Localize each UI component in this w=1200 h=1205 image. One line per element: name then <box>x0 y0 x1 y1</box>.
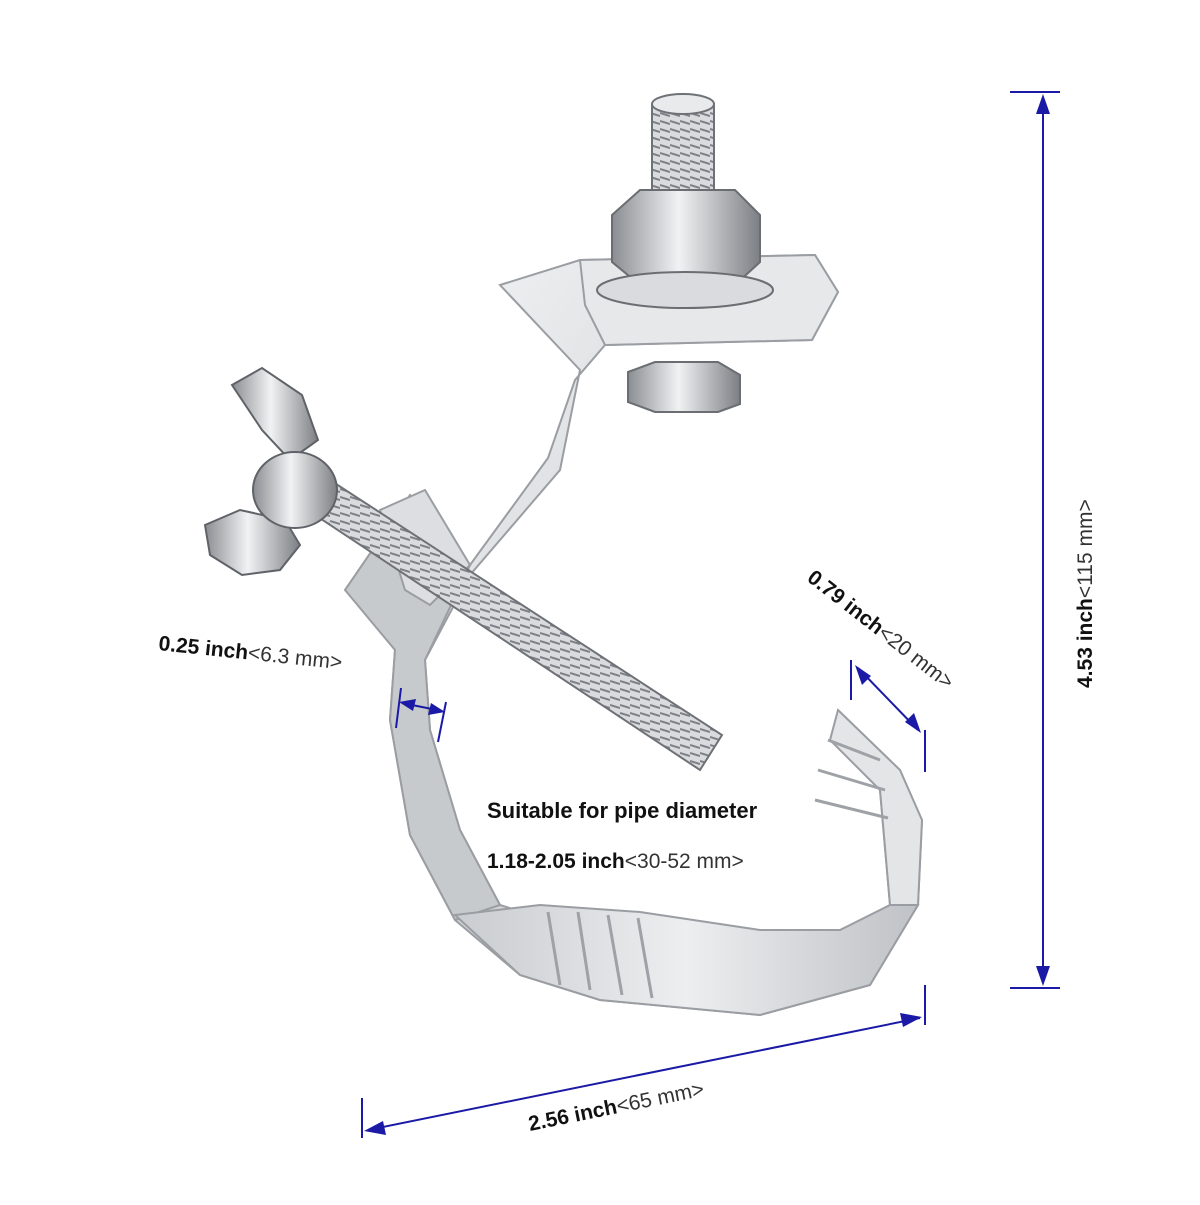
lower-hex-nut <box>627 361 741 413</box>
grip-ridges-lower <box>546 911 654 999</box>
clamp-body <box>343 253 924 1017</box>
jaw-inch-label: 0.79 inch <box>803 566 888 639</box>
wing-bolt-assembly <box>203 366 724 772</box>
height-inch-label: 4.53 inch <box>1074 598 1097 688</box>
svg-text:2.56 inch<65 mm>: 2.56 inch<65 mm> <box>526 1078 706 1136</box>
thickness-inch-label: 0.25 inch <box>157 632 249 664</box>
top-bolt-assembly <box>596 93 774 413</box>
top-bolt-end <box>651 93 715 115</box>
svg-text:4.53 inch<115 mm>: 4.53 inch<115 mm> <box>1074 499 1097 688</box>
grip-ridges-upper <box>814 738 889 820</box>
dimension-height: 4.53 inch<115 mm> <box>1010 91 1097 989</box>
wing-nut-hub <box>252 451 338 529</box>
top-hex-nut <box>611 189 761 286</box>
height-mm-label: <115 mm> <box>1074 499 1097 598</box>
dimension-width: 2.56 inch<65 mm> <box>361 985 926 1138</box>
pipe-range-inch: 1.18-2.05 inch <box>487 850 625 873</box>
hook-inner-jaw <box>452 898 920 1017</box>
wing-nut-lower-wing <box>203 508 302 577</box>
wing-nut-upper-wing <box>230 366 320 462</box>
pipe-note-title: Suitable for pipe diameter <box>487 798 758 823</box>
svg-text:1.18-2.05 inch<30-52 mm>: 1.18-2.05 inch<30-52 mm> <box>487 850 744 873</box>
pipe-diameter-note: Suitable for pipe diameter 1.18-2.05 inc… <box>487 798 758 873</box>
jaw-mm-label: <20 mm> <box>874 621 958 694</box>
svg-text:0.25 inch<6.3 mm>: 0.25 inch<6.3 mm> <box>157 632 343 674</box>
thickness-mm-label: <6.3 mm> <box>247 641 343 674</box>
svg-text:0.79 inch<20 mm>: 0.79 inch<20 mm> <box>803 566 958 694</box>
pipe-range-mm: <30-52 mm> <box>625 850 744 873</box>
width-inch-label: 2.56 inch <box>526 1095 619 1135</box>
dimension-jaw: 0.79 inch<20 mm> <box>803 566 958 772</box>
top-washer <box>596 271 774 309</box>
width-mm-label: <65 mm> <box>614 1078 706 1118</box>
hook-jaw-tip <box>828 708 924 906</box>
